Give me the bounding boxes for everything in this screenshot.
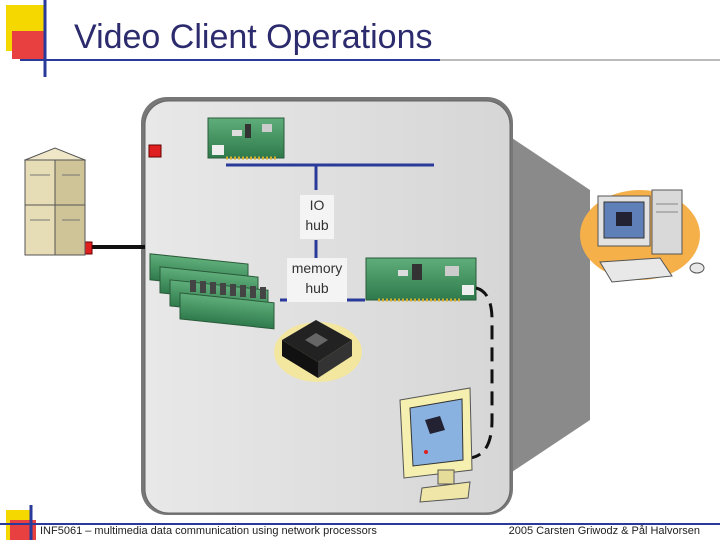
memory-hub-line2: hub bbox=[305, 280, 329, 296]
cpu-icon bbox=[274, 320, 362, 382]
io-hub-line1: IO bbox=[309, 197, 325, 213]
memory-hub-line1: memory bbox=[291, 260, 343, 276]
memory-modules-icon bbox=[149, 253, 275, 330]
io-hub-line2: hub bbox=[305, 217, 329, 233]
network-card-icon bbox=[207, 117, 285, 160]
monitor-icon bbox=[399, 387, 473, 503]
graphics-card-icon bbox=[365, 257, 477, 302]
io-hub-label: IO hub bbox=[300, 195, 334, 239]
slide-title: Video Client Operations bbox=[74, 18, 433, 56]
desktop-pc-icon bbox=[580, 189, 705, 283]
memory-hub-label: memory hub bbox=[287, 258, 347, 302]
server-icon bbox=[23, 147, 87, 256]
display-cable bbox=[469, 286, 494, 460]
footer-left: INF5061 – multimedia data communication … bbox=[40, 525, 377, 537]
footer-right: 2005 Carsten Griwodz & Pål Halvorsen bbox=[508, 525, 700, 537]
deco-red-square bbox=[12, 31, 46, 59]
zoom-funnel bbox=[500, 130, 590, 480]
client-port-marker bbox=[148, 144, 162, 158]
